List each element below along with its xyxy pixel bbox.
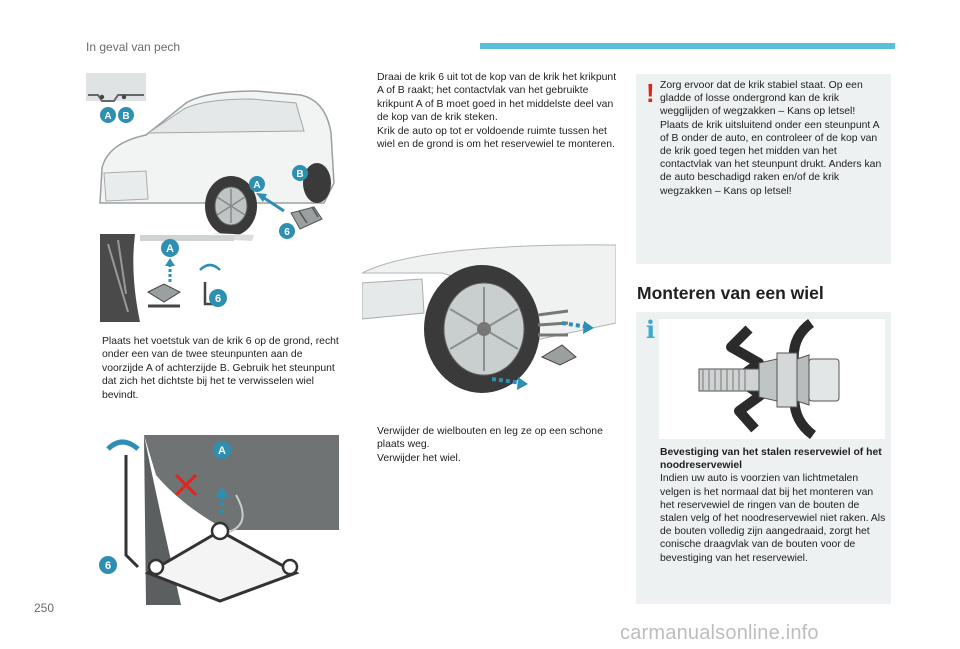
label-jack: 6 <box>284 227 290 238</box>
instruction-text: Draai de krik 6 uit tot de kop van de kr… <box>377 72 617 124</box>
section-heading: Monteren van een wiel <box>637 283 824 303</box>
car-support-points-illustration: A B A B 6 <box>86 73 339 243</box>
warning-icon: ! <box>646 78 655 108</box>
section-label: In geval van pech <box>86 40 181 54</box>
info-icon: i <box>646 315 656 344</box>
label-a: A <box>253 180 260 191</box>
warning-box: ! Zorg ervoor dat de krik stabiel staat.… <box>636 74 891 264</box>
instructions-remove: Verwijder de wielbouten en leg ze op een… <box>363 425 619 465</box>
label-b: B <box>122 111 129 122</box>
instruction-text: Krik de auto op tot er voldoende ruimte … <box>377 125 615 151</box>
label-jack: 6 <box>215 293 221 305</box>
instruction-text: Verwijder het wiel. <box>377 452 461 464</box>
info-content: Bevestiging van het stalen reservewiel o… <box>660 446 886 565</box>
jack-placement-illustration: A 6 <box>100 234 234 322</box>
header-accent-bar <box>480 43 895 49</box>
instructions-raise: Draai de krik 6 uit tot de kop van de kr… <box>363 71 619 151</box>
watermark: carmanualsonline.info <box>620 622 819 644</box>
info-title: Bevestiging van het stalen reservewiel o… <box>660 447 882 472</box>
label-a: A <box>166 243 174 255</box>
wheel-bolt-illustration <box>659 318 885 440</box>
jack-closeup-illustration: A 6 <box>86 435 339 605</box>
info-box: i Bevestiging van het stalen reservewiel… <box>636 312 891 604</box>
instruction-place-jack: Plaats het voetstuk van de krik 6 op de … <box>88 335 340 402</box>
label-a: A <box>218 445 226 457</box>
label-b: B <box>296 169 303 180</box>
page-number: 250 <box>34 601 55 615</box>
label-a: A <box>104 111 111 122</box>
instruction-text: Plaats het voetstuk van de krik 6 op de … <box>102 336 339 401</box>
warning-text: Zorg ervoor dat de krik stabiel staat. O… <box>660 80 882 197</box>
wheel-bolts-illustration <box>362 233 616 395</box>
label-jack: 6 <box>105 560 111 572</box>
instruction-text: Verwijder de wielbouten en leg ze op een… <box>377 426 603 451</box>
info-text: Indien uw auto is voorzien van lichtmeta… <box>660 473 886 564</box>
